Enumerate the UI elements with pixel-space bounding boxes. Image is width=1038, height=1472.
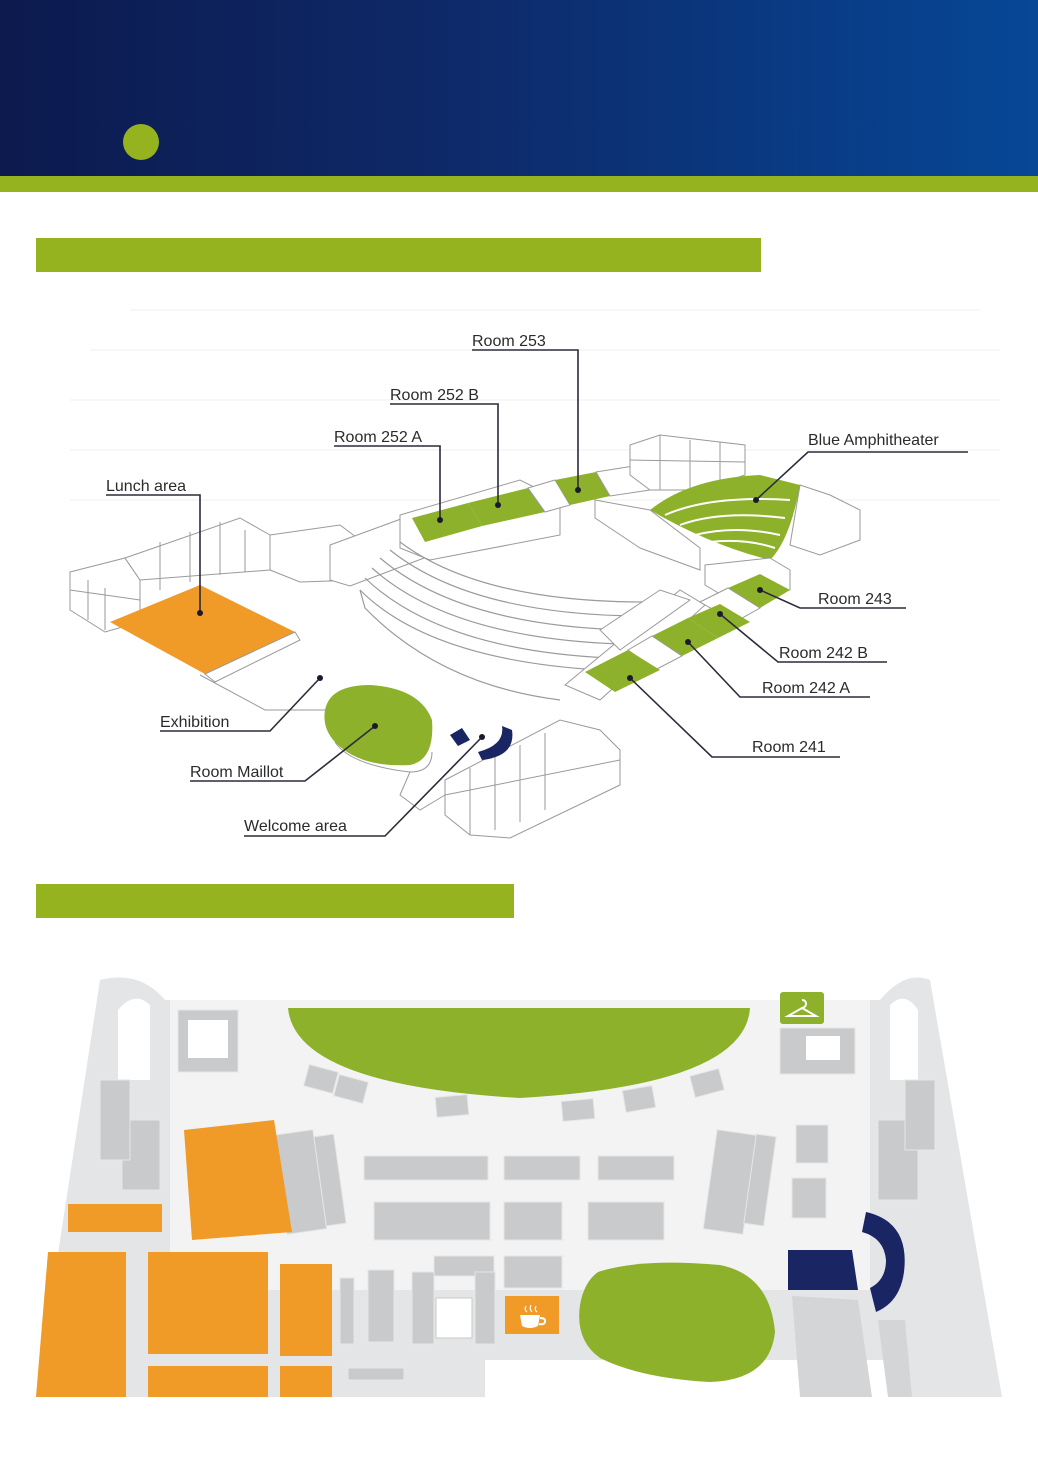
label-blue-amphitheater: Blue Amphitheater [808,432,939,449]
label-room-252a: Room 252 A [334,429,422,446]
room-maillot-shape [324,685,433,773]
welcome-area-shape [450,726,513,760]
room-maillot-plan-shape [579,1262,775,1382]
central-tiers [359,541,645,701]
isometric-venue-map: Room 253 Room 252 B Room 252 A Lunch are… [69,309,1000,839]
lunch-area-shape [110,585,295,674]
header-stripe [0,176,1038,192]
room-242b-shape [688,604,750,638]
room-252a-shape [412,503,482,542]
building-bottom-right [444,719,621,839]
exhibition-orange-areas [36,1120,332,1397]
amphitheater-shape [288,1008,750,1098]
map-leader-dots [197,487,763,740]
label-room-242b: Room 242 B [779,645,868,662]
section-bar-floor-plan [36,884,514,918]
bottom-right-blocks [792,1296,912,1397]
welcome-area-plan [788,1212,905,1312]
blue-amphitheater-shape [650,475,800,560]
room-253-shape [555,472,610,505]
label-room-241: Room 241 [752,739,826,756]
room-252b-shape [468,488,545,526]
building-left [69,517,271,633]
label-room-252b: Room 252 B [390,387,479,404]
map-leader-lines [106,349,968,837]
header-dot [123,124,159,160]
right-structures [621,1027,936,1235]
cloakroom-hanger-icon [784,999,820,1017]
center-booths [339,1155,675,1381]
label-exhibition: Exhibition [160,714,229,731]
cloakroom-box [780,992,824,1024]
label-lunch-area: Lunch area [106,478,186,495]
top-tables [434,1094,596,1122]
label-welcome-area: Welcome area [244,818,347,835]
section-bar-isometric [36,238,761,272]
coffee-cup-icon [520,1304,547,1328]
header-banner [0,0,1038,176]
label-room-253: Room 253 [472,333,546,350]
label-room-242a: Room 242 A [762,680,850,697]
coffee-point-box [505,1296,559,1334]
label-room-243: Room 243 [818,591,892,608]
label-room-maillot: Room Maillot [190,764,284,781]
floor-plan-map [36,977,1002,1397]
room-241-shape [585,650,660,692]
